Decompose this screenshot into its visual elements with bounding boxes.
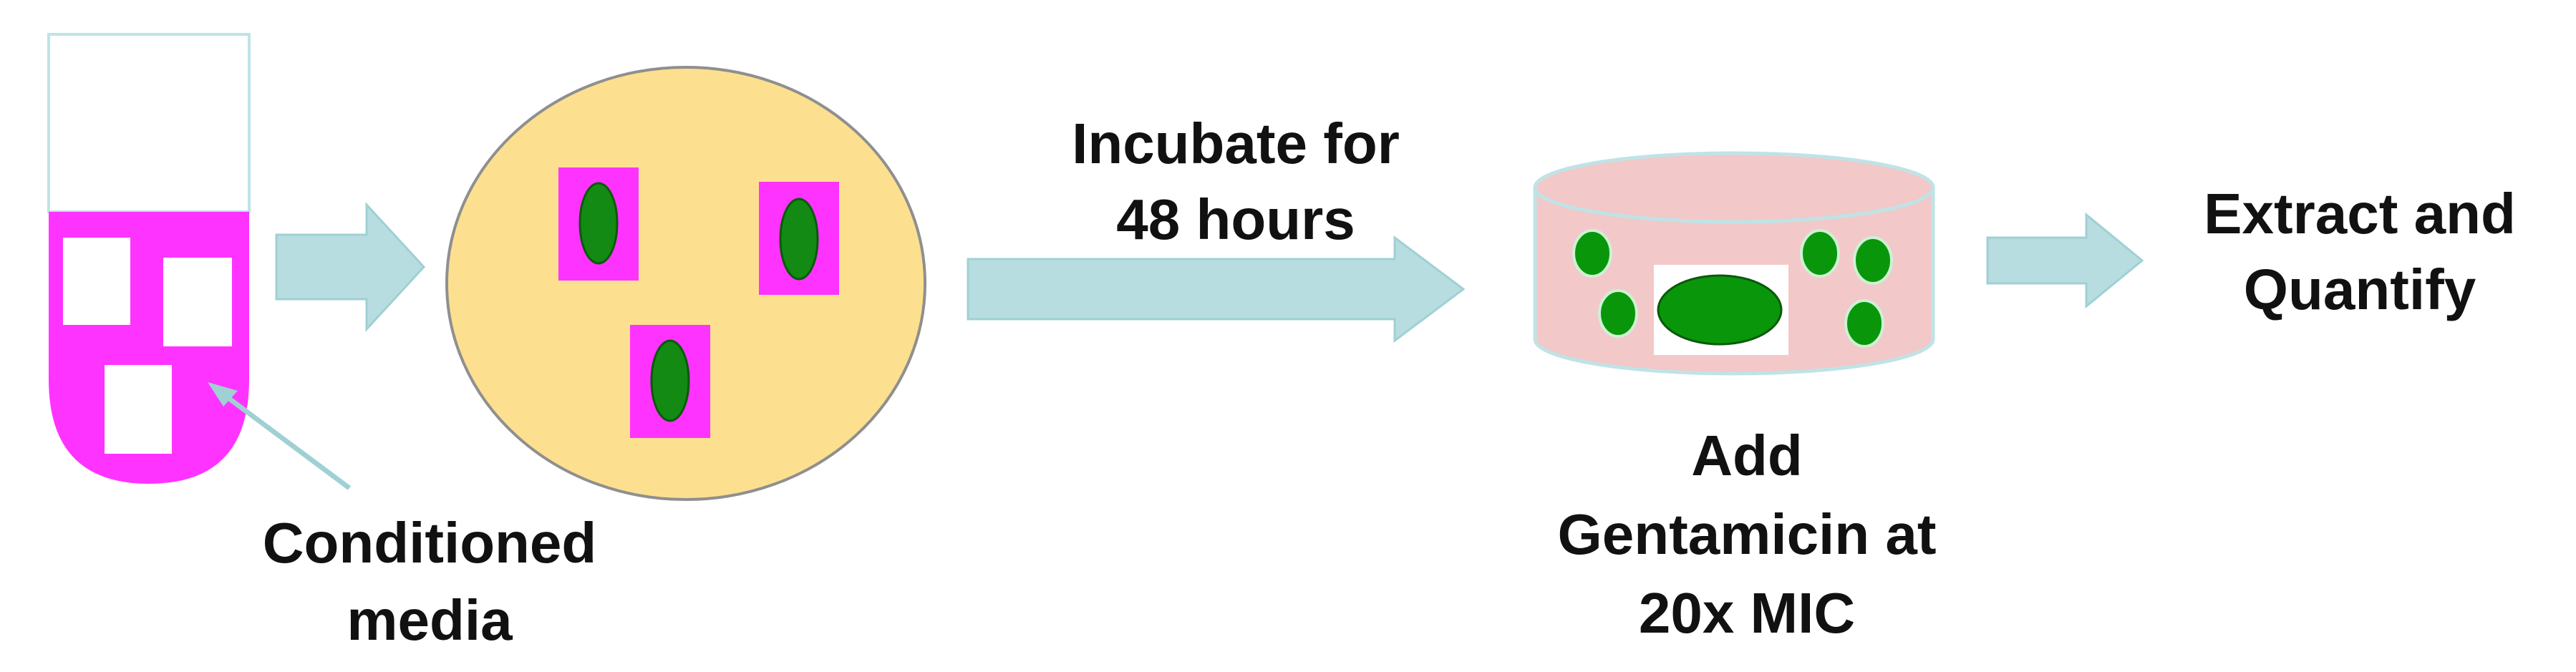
- conditioned-media-label-line2: media: [347, 588, 513, 652]
- dispersed-cell-5: [1844, 299, 1884, 348]
- process-arrow-2: [967, 235, 1466, 343]
- process-arrow-1-shape: [275, 202, 426, 332]
- dispersed-cell-2: [1598, 289, 1638, 338]
- dispersed-cell-1: [1572, 229, 1612, 278]
- tube-coupon-3: [105, 365, 172, 454]
- petri-dish-rim: [1533, 151, 1935, 224]
- add-gentamicin-label-line3: 20x MIC: [1639, 581, 1855, 645]
- conditioned-media-pointer: [208, 382, 352, 490]
- extract-label-line1: Extract and: [2204, 182, 2516, 245]
- biofilm-3: [650, 339, 690, 422]
- incubate-label-line1: Incubate for: [1072, 112, 1400, 175]
- biofilm-coupon-2: [759, 182, 839, 295]
- conditioned-media-label-line1: Conditioned: [263, 511, 597, 575]
- biofilm-2: [779, 198, 819, 281]
- process-arrow-1: [275, 202, 426, 332]
- pointer-line: [213, 386, 352, 490]
- dish-biofilm: [1657, 274, 1783, 346]
- process-arrow-3-shape: [1986, 212, 2144, 309]
- agar-plate: [445, 66, 926, 501]
- tube-coupon-2: [163, 258, 232, 346]
- petri-dish: [1533, 151, 1935, 376]
- incubate-label-line2: 48 hours: [1116, 188, 1355, 251]
- dispersed-cell-3: [1800, 229, 1840, 278]
- add-gentamicin-label-line2: Gentamicin at: [1557, 502, 1936, 566]
- dispersed-cell-4: [1853, 236, 1893, 285]
- tube-coupon-1: [63, 238, 130, 325]
- biofilm-1: [578, 182, 619, 265]
- extract-label-line2: Quantify: [2244, 258, 2476, 321]
- tube-empty-top: [47, 33, 251, 213]
- conditioned-media-tube: [47, 33, 251, 484]
- biofilm-coupon-3: [630, 325, 710, 438]
- process-arrow-3: [1986, 212, 2144, 309]
- biofilm-coupon-1: [558, 167, 639, 281]
- add-gentamicin-label-line1: Add: [1691, 424, 1803, 487]
- process-arrow-2-shape: [967, 235, 1466, 343]
- pointer-arrowhead: [208, 382, 238, 406]
